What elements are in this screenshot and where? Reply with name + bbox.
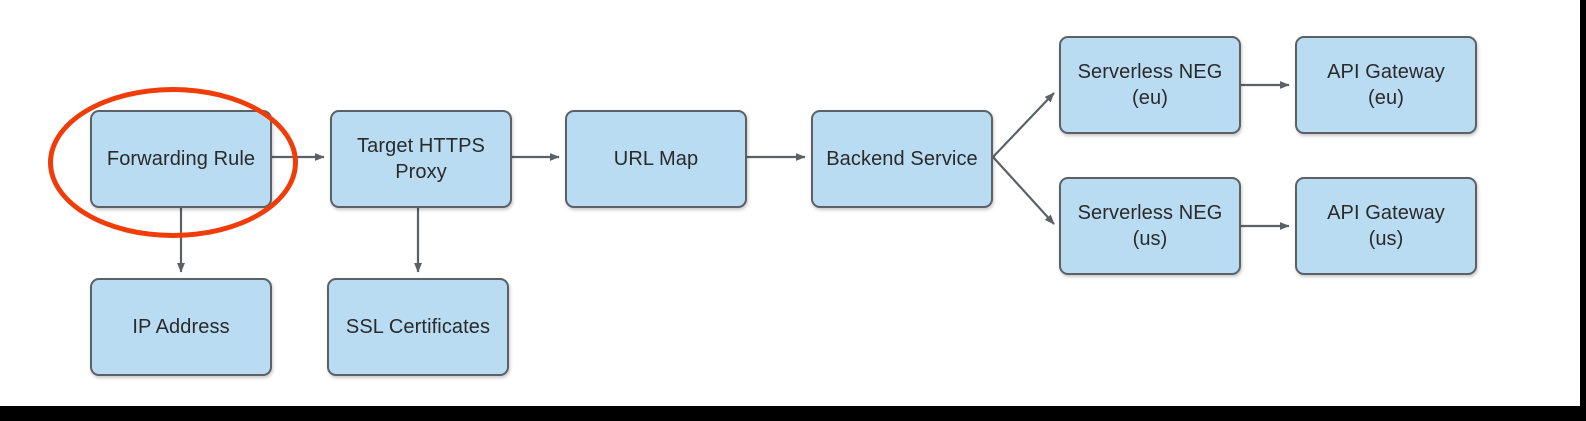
node-api-gateway-us[interactable]: API Gateway (us): [1295, 177, 1477, 275]
node-serverless-neg-eu[interactable]: Serverless NEG (eu): [1059, 36, 1241, 134]
node-label-ip-address: IP Address: [132, 316, 230, 338]
node-api-gateway-eu[interactable]: API Gateway (eu): [1295, 36, 1477, 134]
node-ip-address[interactable]: IP Address: [90, 278, 272, 376]
node-label-serverless-neg-eu: Serverless NEG (eu): [1077, 61, 1223, 109]
node-backend-service[interactable]: Backend Service: [811, 110, 993, 208]
node-serverless-neg-us[interactable]: Serverless NEG (us): [1059, 177, 1241, 275]
edge-backend-to-neg-eu: [992, 92, 1055, 158]
node-target-https-proxy[interactable]: Target HTTPS Proxy: [330, 110, 512, 208]
node-label-api-gateway-eu: API Gateway (eu): [1327, 61, 1445, 109]
node-label-serverless-neg-us: Serverless NEG (us): [1077, 202, 1223, 250]
node-label-url-map: URL Map: [613, 148, 699, 170]
node-ssl-certificates[interactable]: SSL Certificates: [327, 278, 509, 376]
node-label-backend-service: Backend Service: [826, 148, 978, 170]
node-label-api-gateway-us: API Gateway (us): [1327, 202, 1445, 250]
node-label-target-https-proxy: Target HTTPS Proxy: [357, 135, 485, 183]
node-url-map[interactable]: URL Map: [565, 110, 747, 208]
node-label-ssl-certificates: SSL Certificates: [345, 316, 491, 338]
edge-backend-to-neg-us: [992, 156, 1055, 225]
highlight-ellipse-annotation: [48, 87, 298, 238]
